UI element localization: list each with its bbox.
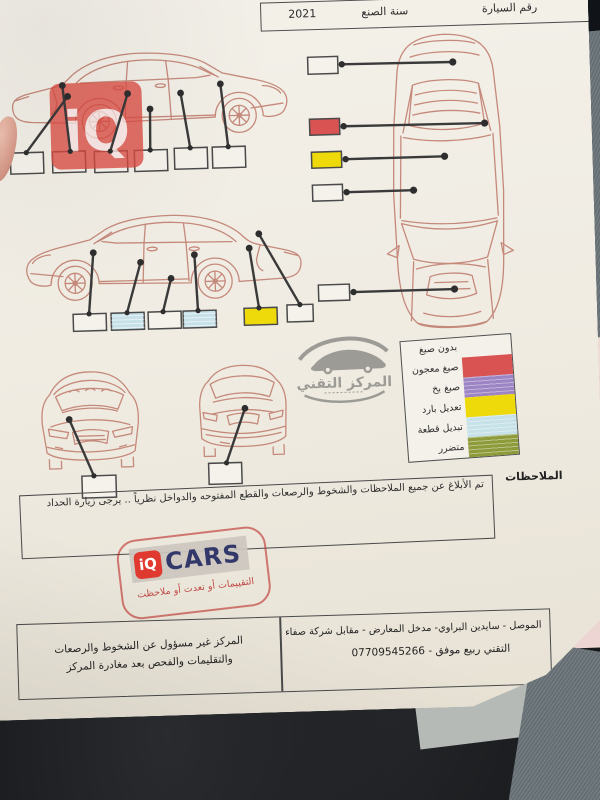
- callout-lines: [87, 233, 300, 314]
- iq-logo-icon: iQ: [133, 549, 163, 579]
- year-label: سنة الصنع: [361, 4, 409, 19]
- side-view-right-diagram: iQ: [0, 33, 300, 179]
- marker-box: [311, 151, 341, 168]
- marker-box: [244, 307, 277, 325]
- callout-lines: [24, 81, 228, 154]
- inspection-sheet-paper: رقم السيارة سنة الصنع 2021 iQ: [0, 0, 600, 721]
- footer-phone: التقني ربيع موفق - 07709545266: [351, 642, 511, 660]
- footer-contact: الموصل - سايدين البراوي- مدخل المعارض - …: [283, 609, 551, 691]
- callout-lines: [342, 60, 490, 292]
- marker-box: [174, 147, 208, 169]
- footer-disclaimer: المركز غير مسؤول عن الشخوط والرصعات والت…: [17, 615, 282, 702]
- side-view-left-diagram: [6, 197, 315, 338]
- top-view-diagram: [291, 28, 530, 345]
- legend-table: بدون صبغ صبغ معجون صبغ بخ تعديل بارد تبد…: [399, 333, 520, 463]
- iqcars-stamp: iQ CARS التقييمات أو تعدت أو ملاحظت: [115, 524, 273, 621]
- marker-box: [212, 146, 246, 168]
- marker-box: [309, 118, 339, 135]
- marker-box: [308, 56, 338, 74]
- center-stamp-title: المركز التقني: [296, 374, 392, 393]
- front-view-diagram: [29, 362, 155, 506]
- marker-box: [148, 311, 181, 329]
- legend-swatch: [468, 434, 519, 458]
- callout-line: [225, 408, 247, 463]
- footer-box: الموصل - سايدين البراوي- مدخل المعارض - …: [16, 608, 552, 700]
- footer-address: الموصل - سايدين البراوي- مدخل المعارض - …: [284, 619, 542, 639]
- marker-box: [312, 184, 342, 201]
- iq-watermark: iQ: [49, 81, 144, 170]
- svg-text:iQ: iQ: [62, 99, 131, 166]
- year-value: 2021: [288, 7, 317, 21]
- center-stamp: المركز التقني: [283, 327, 405, 407]
- marker-box: [10, 152, 44, 174]
- legend-label: متضرر: [437, 441, 465, 455]
- notes-label: الملاحظات: [504, 468, 563, 484]
- marker-box: [318, 284, 349, 301]
- marker-box: [209, 462, 243, 484]
- car-number-label: رقم السيارة: [481, 0, 538, 16]
- marker-box: [82, 475, 117, 498]
- header-box: رقم السيارة سنة الصنع 2021: [260, 0, 591, 32]
- rear-view-diagram: [184, 358, 305, 488]
- callout-line: [69, 419, 94, 477]
- cars-wordmark: CARS: [163, 539, 243, 577]
